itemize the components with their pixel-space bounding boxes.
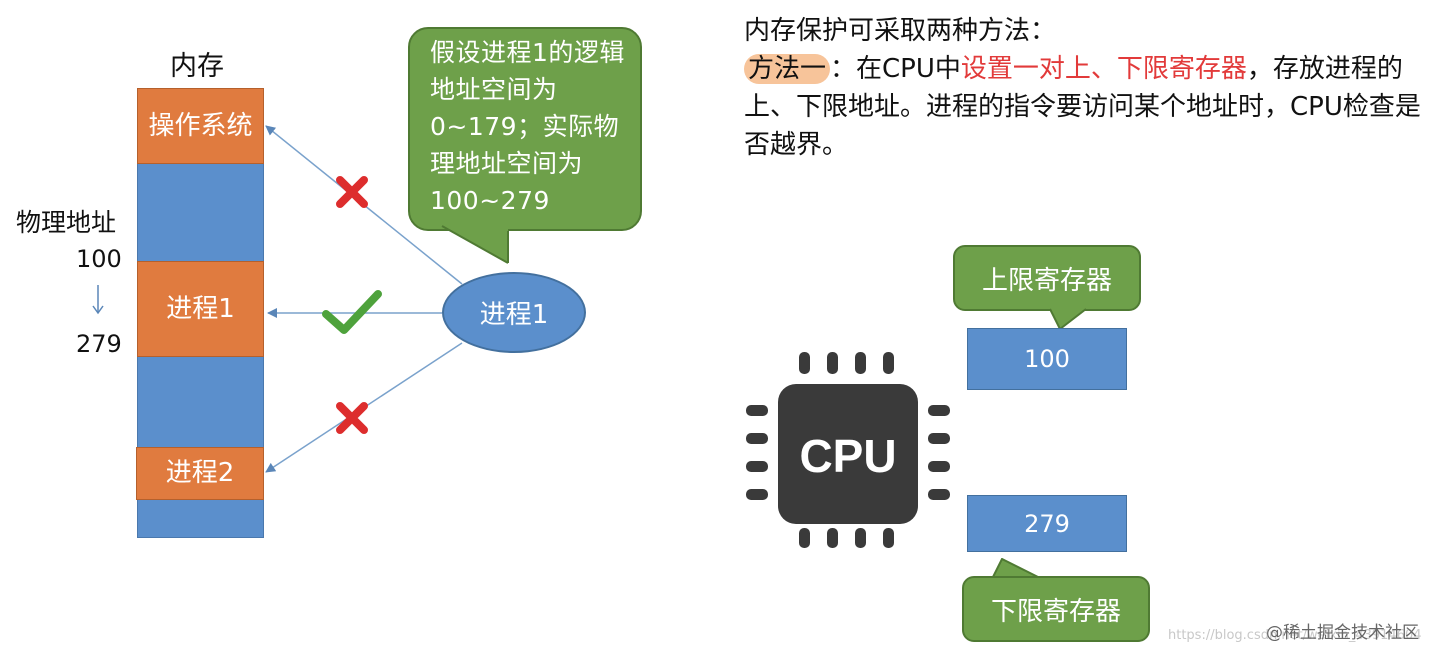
memory-block-os: 操作系统 [137,88,264,164]
lower-register-label: 下限寄存器 [962,576,1150,642]
description-colon: ：在CPU中 [830,54,961,84]
cpu-chip-icon: CPU [746,352,950,548]
description-rest: ，存放进程的上、下限地址。进程的指令要访问某个地址时，CPU检查是否越界。 [744,54,1421,160]
speech-bubble [408,27,642,231]
memory-block-os-label: 操作系统 [148,110,253,141]
description-body: 方法一：在CPU中设置一对上、下限寄存器，存放进程的上、下限地址。进程的指令要访… [744,50,1434,164]
process-node: 进程1 [442,272,586,353]
description-line1: 内存保护可采取两种方法： [744,16,1057,46]
upper-register-label-text: 上限寄存器 [981,265,1112,296]
cpu-label: CPU [799,430,896,482]
process-node-label: 进程1 [479,300,549,330]
description-highlight: 设置一对上、下限寄存器 [960,54,1247,84]
memory-block-process2: 进程2 [136,447,264,500]
cross-icon-bottom [336,402,368,434]
memory-block-process2-label: 进程2 [165,458,235,488]
memory-block-process1-label: 进程1 [166,293,235,324]
speech-bubble-tail [441,225,509,264]
down-arrow-icon [92,285,104,315]
physical-address-start: 100 [76,245,122,273]
physical-address-label: 物理地址 [16,208,117,237]
physical-address-end: 279 [76,330,122,358]
upper-register-box: 100 [967,328,1127,390]
arrows-layer [265,125,463,473]
upper-register-value: 100 [1024,345,1070,373]
cross-icon-top [336,176,368,208]
memory-block-process1: 进程1 [137,261,264,357]
watermark-brand: @稀土掘金技术社区 [1266,623,1419,643]
lower-register-value: 279 [1024,509,1070,538]
upper-register-label: 上限寄存器 [953,245,1141,311]
speech-bubble-text: 假设进程1的逻辑地址空间为 0~179；实际物理地址空间为 100~279 [430,38,625,215]
lower-register-label-text: 下限寄存器 [990,596,1121,627]
upper-register-label-tail [1050,308,1087,330]
description: 内存保护可采取两种方法： 方法一：在CPU中设置一对上、下限寄存器，存放进程的上… [744,12,1434,164]
memory-title: 内存 [170,51,224,82]
check-icon [322,290,382,334]
method-label: 方法一 [744,54,831,84]
lower-register-box: 279 [967,495,1127,552]
lower-register-label-tail [991,558,1043,580]
watermark-url: https://blog.csdn.net/weixin_43914604 [1168,628,1422,643]
